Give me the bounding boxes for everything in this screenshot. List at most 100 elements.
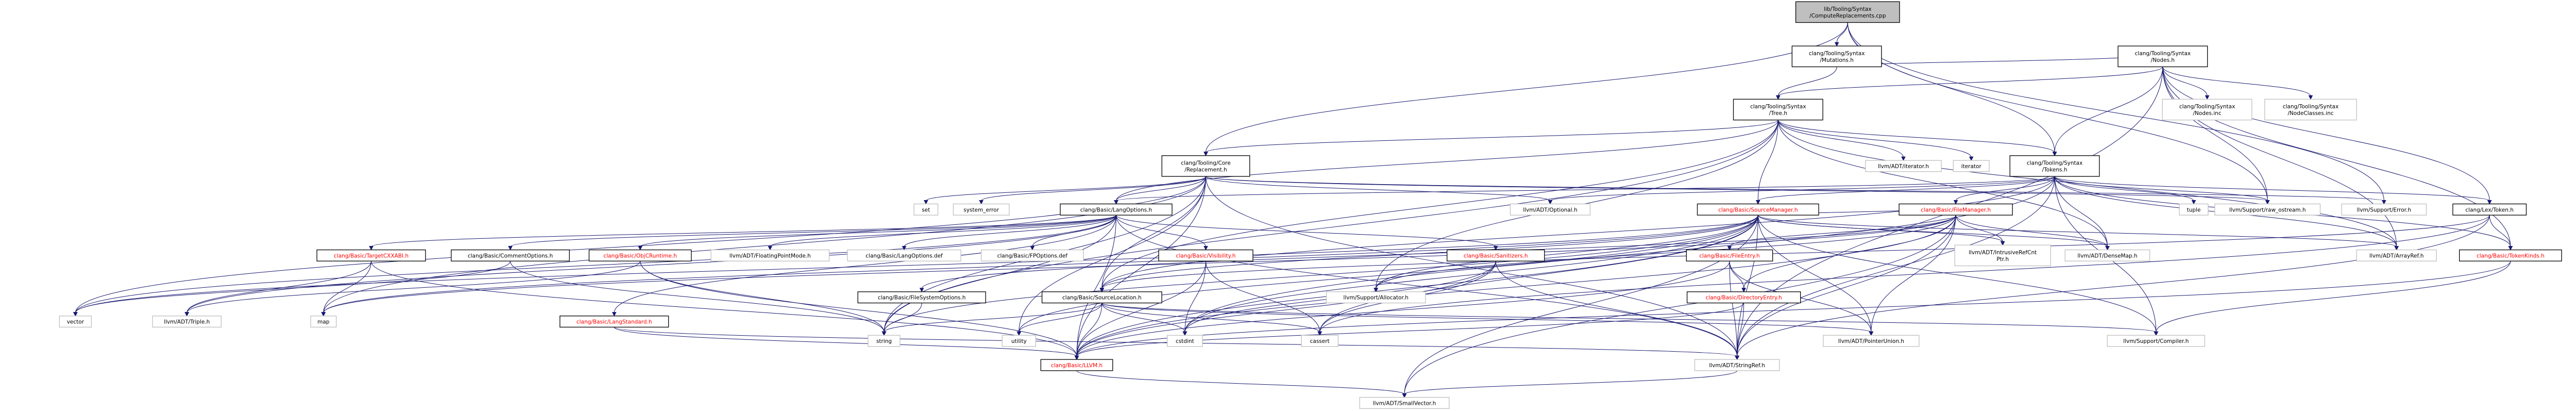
node-tokens[interactable]: clang/Tooling/Syntax/Tokens.h [2009, 155, 2100, 177]
node-compiler: llvm/Support/Compiler.h [2107, 335, 2206, 347]
node-token[interactable]: clang/Lex/Token.h [2452, 203, 2527, 216]
node-box [2356, 249, 2437, 261]
node-label: cstdint [1176, 338, 1194, 344]
node-set: set [913, 203, 939, 216]
node-label: /NodeClasses.inc [2287, 110, 2333, 117]
node-box [1060, 203, 1173, 216]
node-filemanager[interactable]: clang/Basic/FileManager.h [1899, 203, 2013, 216]
node-label: clang/Tooling/Syntax [1750, 104, 1806, 110]
node-label: iterator [1961, 163, 1982, 170]
node-box [1953, 160, 1990, 172]
node-box [2064, 249, 2150, 261]
node-box [1301, 335, 1338, 347]
node-nodes[interactable]: clang/Tooling/Syntax/Nodes.h [2117, 45, 2208, 68]
node-box [1041, 291, 1162, 304]
node-box [1865, 160, 1942, 172]
node-direntry[interactable]: clang/Basic/DirectoryEntry.h [1686, 291, 1801, 304]
node-commentoptions[interactable]: clang/Basic/CommentOptions.h [451, 249, 570, 261]
node-sanitizers[interactable]: clang/Basic/Sanitizers.h [1447, 249, 1545, 261]
node-tree[interactable]: clang/Tooling/Syntax/Tree.h [1733, 98, 1823, 121]
node-label: set [922, 207, 930, 213]
node-box [59, 316, 92, 328]
node-vector: vector [59, 316, 92, 328]
node-langstandard[interactable]: clang/Basic/LangStandard.h [560, 316, 669, 328]
node-label: clang/Tooling/Syntax [2283, 104, 2338, 110]
node-map: map [310, 316, 337, 328]
edge-commentoptions-to-vector [73, 261, 511, 317]
edge-filemanager-to-smallvector [1402, 215, 1956, 398]
node-box [451, 249, 570, 261]
node-iterator: iterator [1953, 160, 1990, 172]
node-box [1686, 249, 1773, 261]
node-densemap: llvm/ADT/DenseMap.h [2064, 249, 2150, 261]
node-arrayref: llvm/ADT/ArrayRef.h [2356, 249, 2437, 261]
node-label: llvm/ADT/Optional.h [1523, 207, 1577, 213]
node-label: lib/Tooling/Syntax [1824, 6, 1872, 12]
node-visibility[interactable]: clang/Basic/Visibility.h [1158, 249, 1253, 261]
node-fpoptions-def: clang/Basic/FPOptions.def [980, 249, 1084, 261]
edge-token-to-tokenkinds [2489, 215, 2513, 251]
node-llvm-h[interactable]: clang/Basic/LLVM.h [1040, 359, 1113, 371]
node-box [2264, 98, 2357, 121]
node-label: system_error [963, 207, 999, 213]
node-label: llvm/Support/Compiler.h [2123, 338, 2189, 344]
node-nodeclasses-inc: clang/Tooling/Syntax/NodeClasses.inc [2264, 98, 2357, 121]
node-tokenkinds[interactable]: clang/Basic/TokenKinds.h [2459, 249, 2562, 261]
node-label: clang/Basic/SourceLocation.h [1062, 295, 1142, 301]
node-string: string [868, 335, 901, 347]
edge-tree-to-iterator_h [1777, 120, 1906, 161]
node-box [1697, 203, 1819, 216]
edge-sourcelocation-to-utility [1016, 303, 1103, 336]
node-replacement[interactable]: clang/Tooling/Core/Replacement.h [1161, 155, 1250, 177]
node-label: clang/Tooling/Syntax [2027, 160, 2082, 166]
node-box [1899, 203, 2013, 216]
nodes-layer: lib/Tooling/Syntax/ComputeReplacements.c… [59, 1, 2562, 409]
node-label: clang/Tooling/Core [1181, 160, 1230, 166]
node-box [2214, 203, 2321, 216]
node-label: llvm/ADT/DenseMap.h [2077, 253, 2137, 259]
edge-filemanager-to-intrusiverefcntptr [1955, 215, 2005, 246]
node-label: /ComputeReplacements.cpp [1809, 13, 1886, 19]
node-label: cassert [1310, 338, 1330, 344]
edge-tokens-to-filemanager [1953, 176, 2055, 205]
node-sourcemanager[interactable]: clang/Basic/SourceManager.h [1697, 203, 1819, 216]
edge-tree-to-tokens [1777, 120, 2057, 156]
node-objcruntime[interactable]: clang/Basic/ObjCRuntime.h [588, 249, 692, 261]
node-label: string [876, 338, 892, 344]
node-allocator: llvm/Support/Allocator.h [1326, 291, 1426, 304]
node-label: clang/Tooling/Syntax [2179, 104, 2235, 110]
edge-nodes-to-nodes_inc [2162, 67, 2210, 100]
node-label: llvm/ADT/iterator.h [1878, 163, 1929, 170]
node-targetcxxabi[interactable]: clang/Basic/TargetCXXABI.h [316, 249, 426, 261]
node-box [2162, 98, 2252, 121]
node-label: clang/Lex/Token.h [2465, 207, 2514, 213]
node-box [847, 249, 961, 261]
node-label: clang/Basic/LangOptions.h [1080, 207, 1152, 213]
edge-langoptions-to-commentoptions [508, 215, 1116, 251]
node-label: clang/Basic/SourceManager.h [1718, 207, 1798, 213]
node-tuple: tuple [2179, 203, 2209, 216]
edge-nodes-to-raw_ostream [2162, 67, 2270, 205]
node-sourcelocation[interactable]: clang/Basic/SourceLocation.h [1041, 291, 1162, 304]
node-label: clang/Basic/FileEntry.h [1699, 253, 1759, 259]
node-box [310, 316, 337, 328]
edge-replacement-to-set [923, 176, 1206, 205]
node-label: llvm/ADT/StringRef.h [1709, 363, 1765, 369]
node-raw-ostream: llvm/Support/raw_ostream.h [2214, 203, 2321, 216]
node-optional: llvm/ADT/Optional.h [1510, 203, 1591, 216]
edge-targetcxxabi-to-map [321, 261, 372, 317]
node-label: clang/Tooling/Syntax [2135, 51, 2191, 57]
node-fileentry[interactable]: clang/Basic/FileEntry.h [1686, 249, 1773, 261]
edge-replacement-to-optional [1205, 176, 1553, 205]
node-box [1326, 291, 1426, 304]
node-langoptions[interactable]: clang/Basic/LangOptions.h [1060, 203, 1173, 216]
node-label: llvm/ADT/SmallVector.h [1373, 400, 1436, 406]
node-mutations[interactable]: clang/Tooling/Syntax/Mutations.h [1791, 45, 1882, 68]
node-label: tuple [2187, 207, 2201, 213]
edge-tree-to-iterator [1777, 120, 1974, 161]
node-box [2341, 203, 2427, 216]
node-label: /Tokens.h [2042, 167, 2067, 173]
node-filesystemoptions[interactable]: clang/Basic/FileSystemOptions.h [857, 291, 986, 304]
node-box [2117, 45, 2208, 68]
edge-replacement-to-raw_ostream [1205, 176, 2270, 205]
